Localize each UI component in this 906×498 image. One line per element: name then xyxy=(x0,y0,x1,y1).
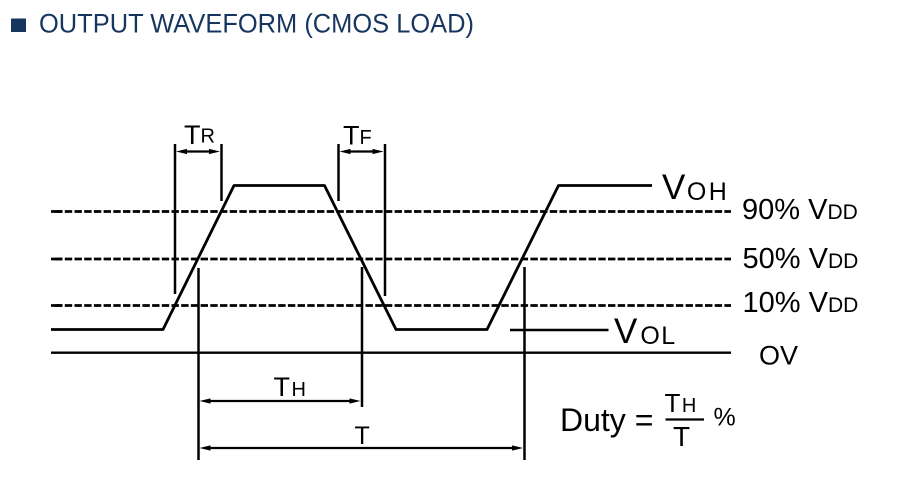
svg-text:VOH: VOH xyxy=(662,168,729,207)
svg-text:TF: TF xyxy=(343,121,372,151)
svg-text:TH: TH xyxy=(665,388,697,418)
svg-text:50% VDD: 50% VDD xyxy=(743,243,859,275)
svg-text:%: % xyxy=(714,404,736,432)
svg-text:OUTPUT WAVEFORM (CMOS LOAD): OUTPUT WAVEFORM (CMOS LOAD) xyxy=(39,8,474,38)
svg-text:TH: TH xyxy=(274,372,306,402)
svg-text:Duty =: Duty = xyxy=(560,402,653,438)
svg-text:VOL: VOL xyxy=(614,312,677,351)
svg-text:OV: OV xyxy=(759,341,798,371)
svg-text:90% VDD: 90% VDD xyxy=(742,194,858,226)
svg-text:T: T xyxy=(673,421,690,452)
svg-text:TR: TR xyxy=(184,120,215,150)
svg-text:T: T xyxy=(355,422,370,450)
svg-text:10% VDD: 10% VDD xyxy=(743,287,859,319)
